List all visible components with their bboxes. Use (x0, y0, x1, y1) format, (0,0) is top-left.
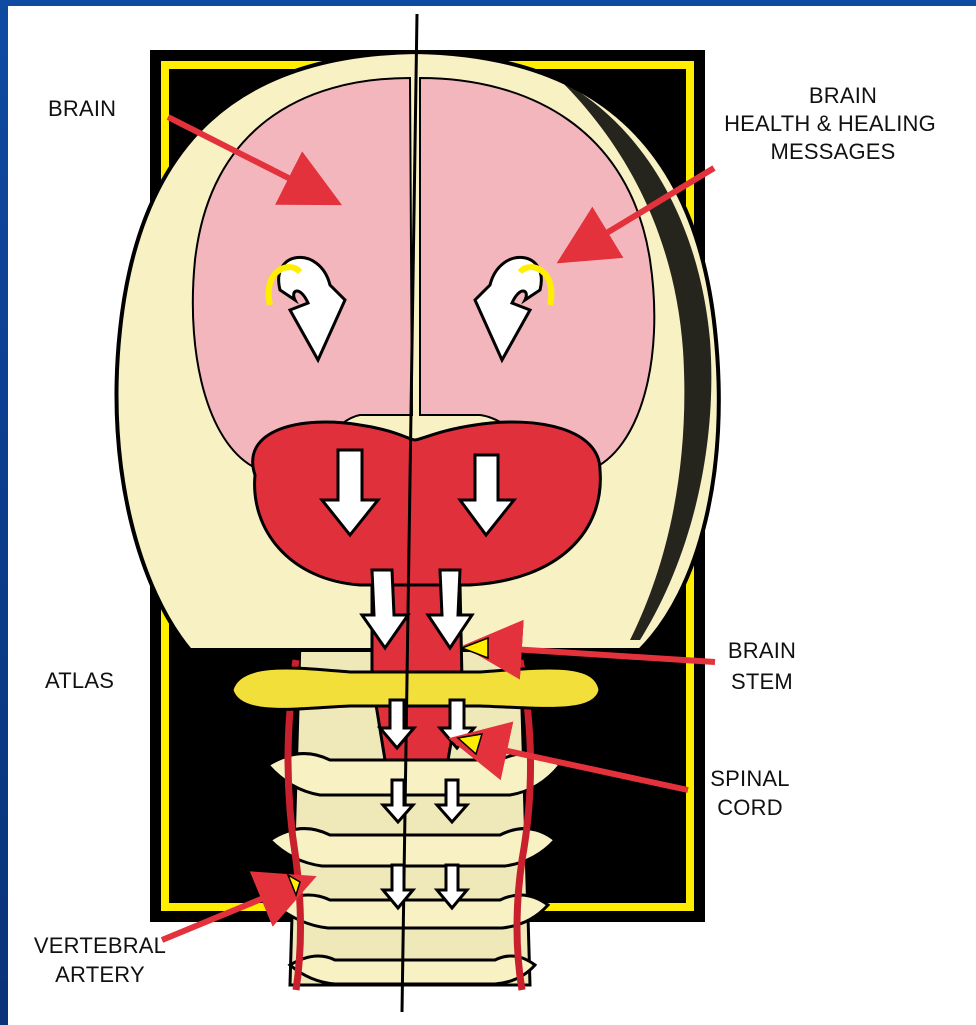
messages-label-line1: BRAIN (809, 83, 877, 108)
brain-label: BRAIN (48, 96, 116, 121)
messages-label-line2: HEALTH & HEALING (724, 111, 936, 136)
atlas-vertebra (232, 668, 600, 709)
vertebral-artery-label-line1: VERTEBRAL (34, 933, 166, 958)
brain-stem-label-line2: STEM (731, 669, 793, 694)
spinal-cord-label-line1: SPINAL (710, 766, 789, 791)
vertebral-artery-label-line2: ARTERY (55, 962, 145, 987)
brain-stem-label-line1: BRAIN (728, 638, 796, 663)
messages-label-line3: MESSAGES (770, 139, 895, 164)
spinal-cord-label-line2: CORD (717, 795, 783, 820)
atlas-label: ATLAS (45, 668, 114, 693)
cerebellum (253, 422, 601, 585)
